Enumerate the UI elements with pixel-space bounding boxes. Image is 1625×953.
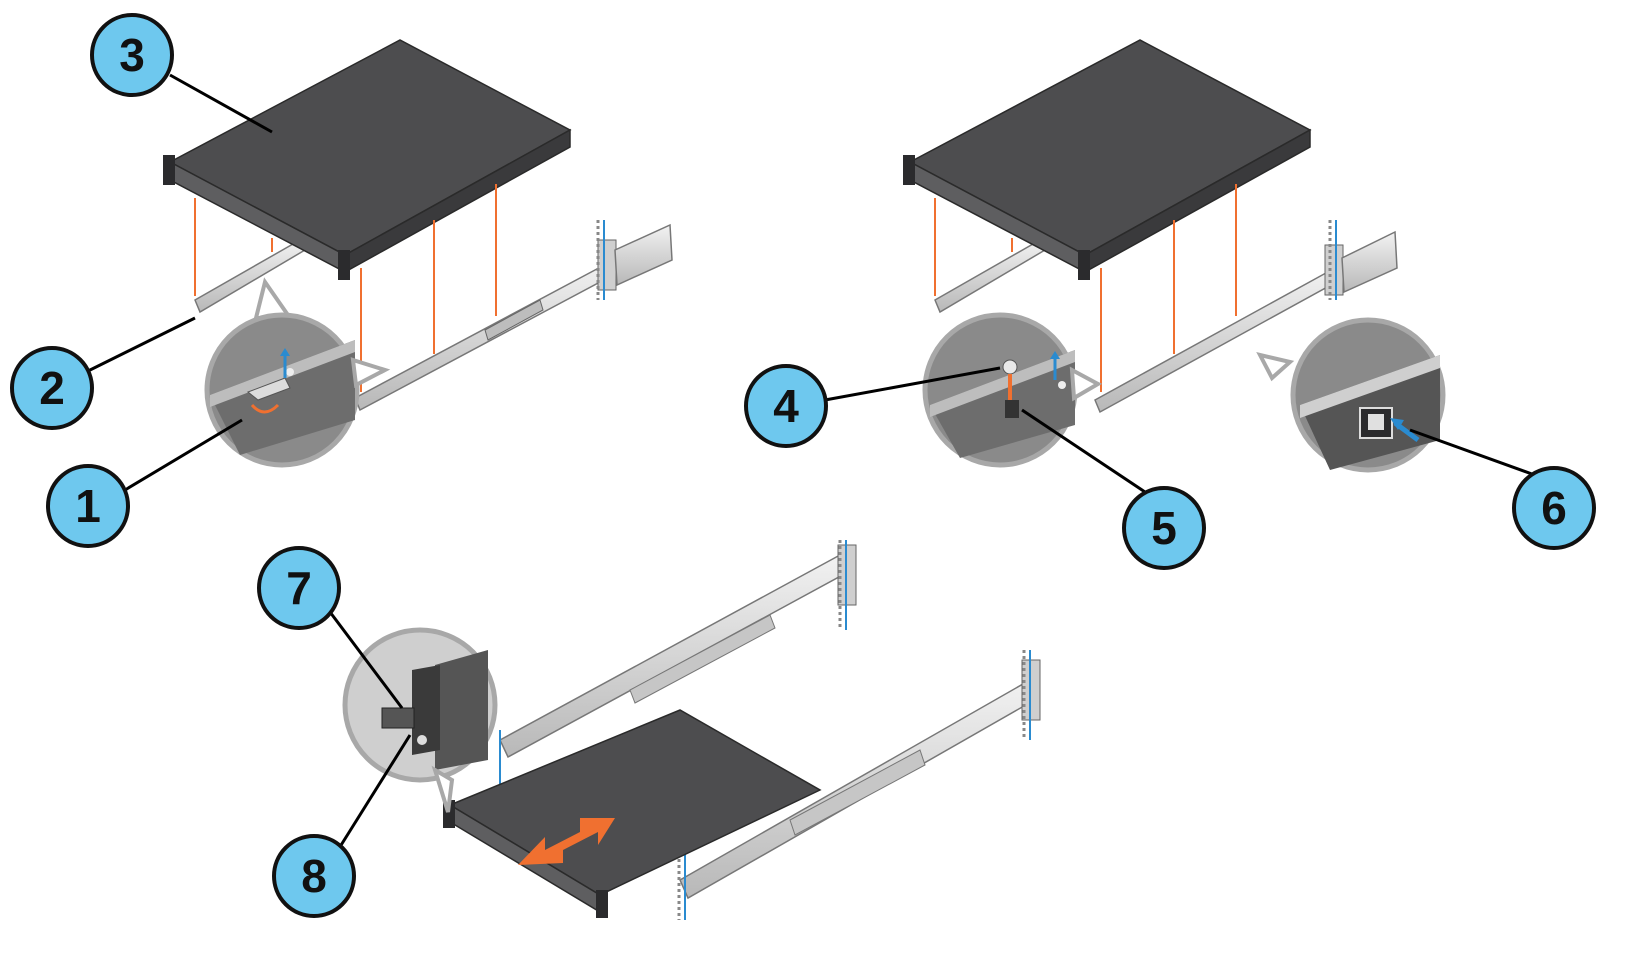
zoom-detail-lock xyxy=(1256,317,1446,473)
callout-7: 7 xyxy=(257,546,341,630)
zoom-detail-latch xyxy=(204,277,360,468)
svg-text:2: 2 xyxy=(39,362,65,414)
callout-2: 2 xyxy=(10,346,94,430)
callout-5: 5 xyxy=(1122,486,1206,570)
orange-double-arrow-icon xyxy=(518,818,615,865)
svg-text:3: 3 xyxy=(119,29,145,81)
svg-text:1: 1 xyxy=(75,480,101,532)
server-chassis xyxy=(903,39,1312,280)
alignment-guides xyxy=(934,184,1237,392)
panel-3-slide-server xyxy=(342,540,1041,920)
callout-3: 3 xyxy=(90,13,174,97)
leader-lines xyxy=(85,73,1533,851)
panel-1-align-server xyxy=(163,39,673,468)
server-chassis xyxy=(163,39,572,280)
svg-text:4: 4 xyxy=(773,380,799,432)
front-rail xyxy=(677,650,1041,920)
svg-text:8: 8 xyxy=(301,850,327,902)
callout-6: 6 xyxy=(1512,466,1596,550)
left-rail xyxy=(934,238,1046,314)
panel-2-secure-server xyxy=(903,39,1446,473)
back-rail xyxy=(499,540,857,790)
zoom-detail-standoff xyxy=(922,312,1078,468)
server-chassis xyxy=(443,709,822,918)
svg-text:7: 7 xyxy=(286,562,312,614)
zoom-detail-release-tab xyxy=(342,627,498,813)
svg-text:5: 5 xyxy=(1151,502,1177,554)
right-rail xyxy=(354,220,673,412)
left-rail xyxy=(194,238,306,314)
right-rail xyxy=(1094,220,1398,414)
svg-text:6: 6 xyxy=(1541,482,1567,534)
callout-8: 8 xyxy=(272,834,356,918)
callout-1: 1 xyxy=(46,464,130,548)
orange-rotate-arrow-icon xyxy=(250,403,280,414)
callout-4: 4 xyxy=(744,364,828,448)
